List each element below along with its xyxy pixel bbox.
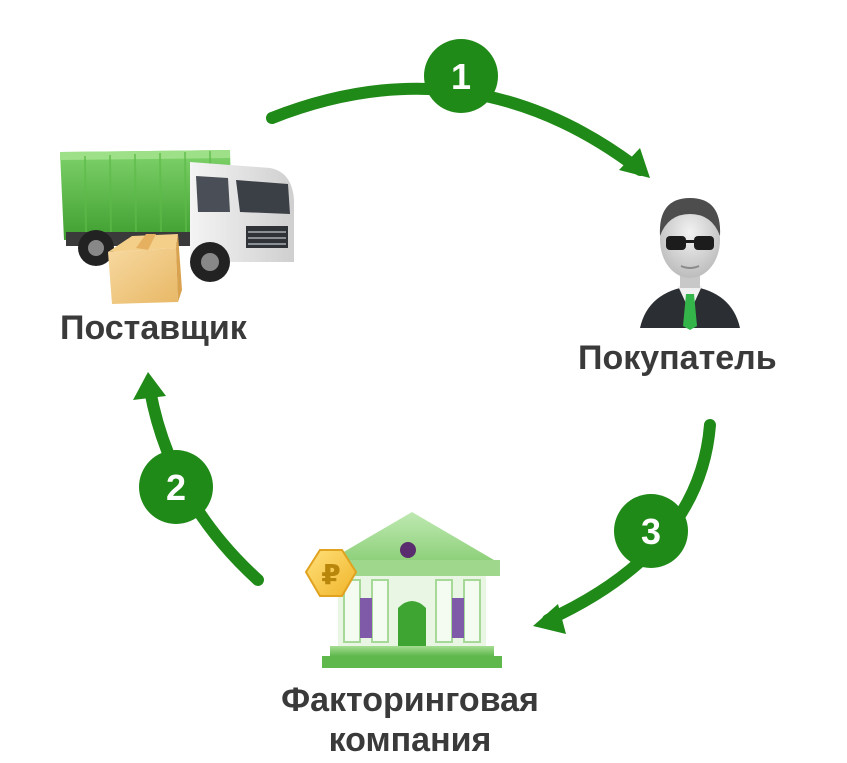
supplier-label: Поставщик — [60, 309, 247, 347]
businessman-avatar-icon — [640, 198, 740, 330]
step-badge-2: 2 — [139, 450, 213, 524]
step-badge-1: 1 — [424, 39, 498, 113]
step-number-3: 3 — [641, 511, 661, 552]
truck-with-box-icon — [60, 150, 294, 304]
step-number-1: 1 — [451, 56, 471, 97]
ruble-symbol: ₽ — [321, 559, 340, 590]
step-badge-3: 3 — [614, 494, 688, 568]
ruble-coin-icon: ₽ — [304, 549, 358, 597]
factoring-company-label-line2: компания — [328, 721, 492, 759]
step-number-2: 2 — [166, 467, 186, 508]
factoring-company-label: Факторинговая компания — [240, 680, 580, 760]
factoring-company-label-line1: Факторинговая — [281, 681, 539, 719]
cardboard-box-icon — [108, 234, 182, 304]
buyer-label: Покупатель — [578, 339, 777, 377]
bank-building-icon: ₽ — [304, 512, 502, 668]
